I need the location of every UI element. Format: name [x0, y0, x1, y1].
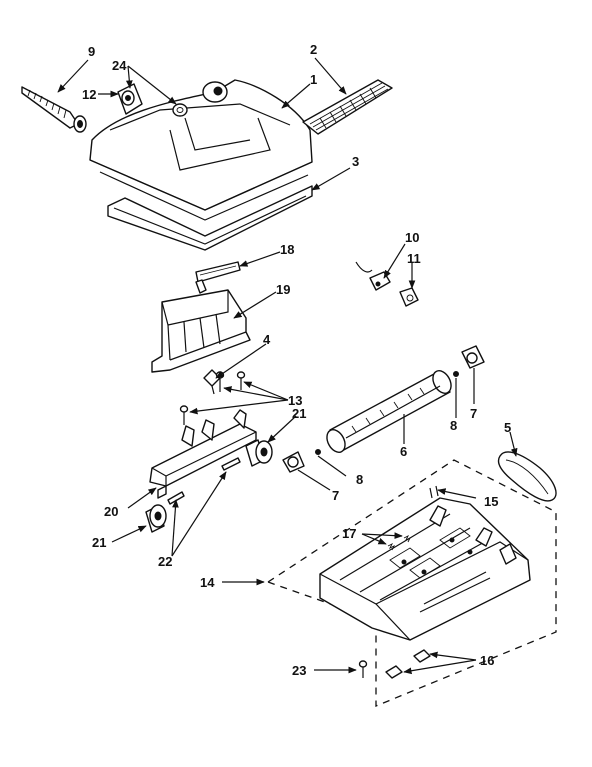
callout-9: 9 [88, 44, 95, 59]
part-20-pedal [149, 409, 257, 499]
part-9-hose-fitting [21, 86, 87, 133]
callout-8-left: 8 [356, 472, 363, 487]
part-3-bumper [107, 185, 313, 251]
callout-12: 12 [82, 87, 96, 102]
callout-5: 5 [504, 420, 511, 435]
part-22-axles [167, 457, 241, 505]
callout-4: 4 [263, 332, 271, 347]
callout-7-left: 7 [332, 488, 339, 503]
callout-10: 10 [405, 230, 419, 245]
part-21-wheel-a [245, 439, 273, 467]
part-16-clips [385, 649, 431, 679]
part-7-end-cap-left [282, 451, 305, 473]
part-8-bearing-left [315, 449, 321, 455]
part-5-belt [497, 451, 557, 502]
callout-13: 13 [288, 393, 302, 408]
callout-24: 24 [112, 58, 127, 73]
part-11-socket [399, 287, 419, 307]
part-24-button [172, 103, 188, 117]
callout-20: 20 [104, 504, 118, 519]
callout-3: 3 [352, 154, 359, 169]
callout-15: 15 [484, 494, 498, 509]
callout-23: 23 [292, 663, 306, 678]
part-15-clip [429, 485, 439, 499]
leader-lines [57, 57, 518, 675]
part-1-top-cover [89, 79, 313, 221]
part-21-wheel-b [145, 504, 167, 533]
part-14-base-assembly [267, 459, 557, 707]
part-7-end-cap-right [461, 345, 485, 369]
callout-2: 2 [310, 42, 317, 57]
callout-16: 16 [480, 653, 494, 668]
part-17-springs [387, 534, 412, 551]
part-18-lens [195, 261, 241, 294]
part-8-bearing-right [453, 371, 459, 377]
part-23-screw [358, 660, 368, 678]
part-2-grille [302, 79, 393, 135]
callout-21-top: 21 [292, 406, 306, 421]
callout-14: 14 [200, 575, 215, 590]
part-12-knob [117, 83, 143, 115]
callout-19: 19 [276, 282, 290, 297]
callout-11: 11 [407, 251, 421, 266]
callout-8-right: 8 [450, 418, 457, 433]
callout-6: 6 [400, 444, 407, 459]
part-19-light-housing [151, 289, 251, 373]
callout-22: 22 [158, 554, 172, 569]
callout-labels: 9 24 12 2 1 3 18 10 11 19 4 13 21 7 8 5 … [82, 42, 511, 678]
part-6-brush-roll [326, 370, 452, 453]
callout-1: 1 [310, 72, 317, 87]
callout-17: 17 [342, 526, 356, 541]
callout-18: 18 [280, 242, 294, 257]
callout-21-bottom: 21 [92, 535, 106, 550]
callout-7-right: 7 [470, 406, 477, 421]
